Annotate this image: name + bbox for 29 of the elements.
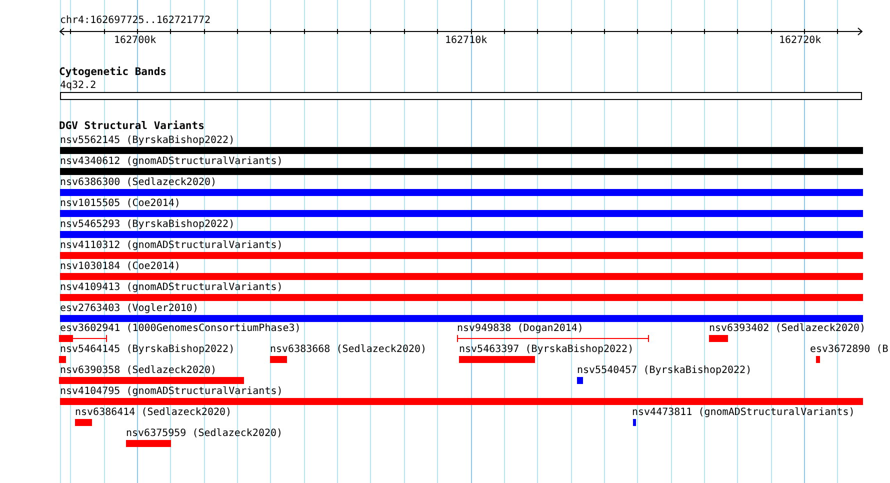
- variant-label: nsv5464145 (ByrskaBishop2022): [60, 344, 235, 355]
- variant-label: nsv4110312 (gnomADStructuralVariants): [60, 240, 283, 251]
- variant-label: esv3602941 (1000GenomesConsortiumPhase3): [60, 323, 301, 334]
- variant-label: nsv6393402 (Sedlazeck2020): [709, 323, 866, 334]
- variant-label: esv2763403 (Vogler2010): [60, 303, 198, 314]
- variant-label: nsv1030184 (Coe2014): [60, 261, 180, 272]
- position-title: chr4:162697725..162721772: [60, 15, 211, 26]
- track-heading: Cytogenetic Bands: [59, 67, 166, 78]
- variant-label: nsv6383668 (Sedlazeck2020): [270, 344, 427, 355]
- variant-label: nsv5465293 (ByrskaBishop2022): [60, 219, 235, 230]
- variant-label: nsv4340612 (gnomADStructuralVariants): [60, 156, 283, 167]
- variant-label: nsv6375959 (Sedlazeck2020): [126, 428, 283, 439]
- tick-label: 162710k: [445, 35, 488, 46]
- variant-label: nsv1015505 (Coe2014): [60, 198, 180, 209]
- variant-label: nsv5463397 (ByrskaBishop2022): [459, 344, 634, 355]
- band-label: 4q32.2: [60, 80, 98, 91]
- variant-label: nsv5540457 (ByrskaBishop2022): [577, 365, 752, 376]
- track-heading: DGV Structural Variants: [59, 121, 204, 132]
- variant-label: nsv4109413 (gnomADStructuralVariants): [60, 282, 283, 293]
- variant-label: nsv4104795 (gnomADStructuralVariants): [60, 386, 283, 397]
- variant-label: nsv6386300 (Sedlazeck2020): [60, 177, 217, 188]
- tick-label: 162720k: [779, 35, 822, 46]
- variant-label: nsv4473811 (gnomADStructuralVariants): [632, 407, 855, 418]
- variant-label: nsv949838 (Dogan2014): [457, 323, 584, 334]
- tick-label: 162700k: [114, 35, 156, 46]
- variant-label: nsv5562145 (ByrskaBishop2022): [60, 135, 235, 146]
- variant-label: nsv6390358 (Sedlazeck2020): [60, 365, 217, 376]
- variant-label: esv3672890 (B: [810, 344, 888, 355]
- variant-label: nsv6386414 (Sedlazeck2020): [75, 407, 232, 418]
